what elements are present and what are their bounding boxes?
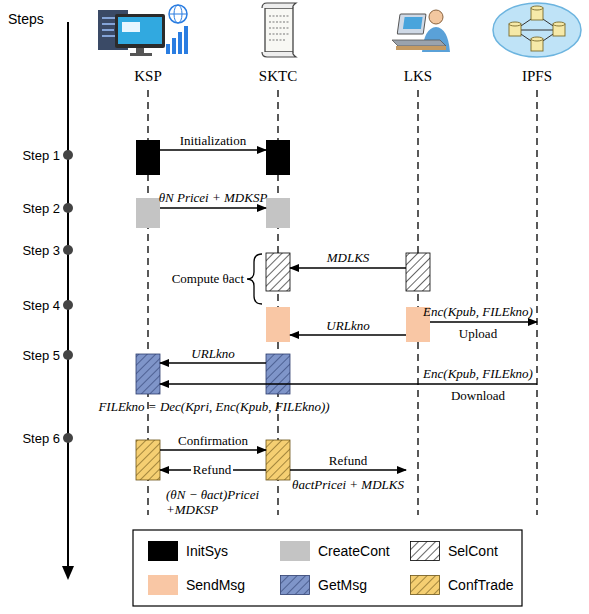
message-arrow xyxy=(160,149,266,150)
legend-swatch xyxy=(148,541,178,561)
message-arrow xyxy=(160,383,537,384)
participant-name: SKTC xyxy=(259,67,297,85)
legend-swatch xyxy=(148,575,178,595)
legend-label: InitSys xyxy=(186,543,228,559)
participant-name: KSP xyxy=(134,67,162,85)
step-label: Step 5 xyxy=(22,348,60,363)
transfer-label: Download xyxy=(451,388,505,403)
participant-name: LKS xyxy=(404,67,432,85)
message-label: Enc(Kpub, FILEkno) xyxy=(423,366,533,381)
message-label: URLkno xyxy=(326,318,369,333)
message-label: MDLKS xyxy=(327,250,370,265)
message-arrow xyxy=(160,207,266,208)
decryption-formula: FILEkno = Dec(Kpri, Enc(Kpub, FILEkno)) xyxy=(98,399,329,414)
legend-label: GetMsg xyxy=(318,577,367,593)
legend-label: ConfTrade xyxy=(448,577,514,593)
refund-amount: θactPricei + MDLKS xyxy=(292,477,404,492)
message-arrow xyxy=(430,321,537,322)
step-label: Step 6 xyxy=(22,431,60,446)
transfer-label: Upload xyxy=(459,326,497,341)
participant-name: IPFS xyxy=(522,67,552,85)
message-label: θN Pricei + MDKSP xyxy=(159,190,268,205)
refund-amount: (θN − θact)Pricei +MDKSP xyxy=(166,487,262,517)
lifeline-header: SKTC xyxy=(256,66,300,86)
message-label: Confirmation xyxy=(178,433,248,448)
message-label: Refund xyxy=(329,453,367,468)
message-label: URLkno xyxy=(191,346,234,361)
message-label: Enc(Kpub, FILEkno) xyxy=(423,304,533,319)
legend-label: SelCont xyxy=(448,543,498,559)
message-arrow xyxy=(290,334,406,335)
axis-title: Steps xyxy=(8,12,44,27)
lifeline-header: LKS xyxy=(401,66,435,86)
legend-swatch xyxy=(410,575,440,595)
message-arrow xyxy=(290,469,406,470)
legend-swatch xyxy=(280,575,310,595)
step-label: Step 2 xyxy=(22,201,60,216)
step-label: Step 1 xyxy=(22,148,60,163)
step-label: Step 4 xyxy=(22,298,60,313)
message-label: Initialization xyxy=(180,133,246,148)
lifeline-header: KSP xyxy=(131,66,165,86)
legend-swatch xyxy=(410,541,440,561)
message-label: Refund xyxy=(191,462,233,477)
message-arrow xyxy=(160,362,266,363)
brace-note: Compute θact xyxy=(172,271,244,286)
step-label: Step 3 xyxy=(22,243,60,258)
message-arrow xyxy=(160,449,266,450)
legend-swatch xyxy=(280,541,310,561)
lifeline-header: IPFS xyxy=(519,66,555,86)
legend-label: CreateCont xyxy=(318,543,390,559)
legend-label: SendMsg xyxy=(186,577,245,593)
message-arrow xyxy=(290,267,406,268)
